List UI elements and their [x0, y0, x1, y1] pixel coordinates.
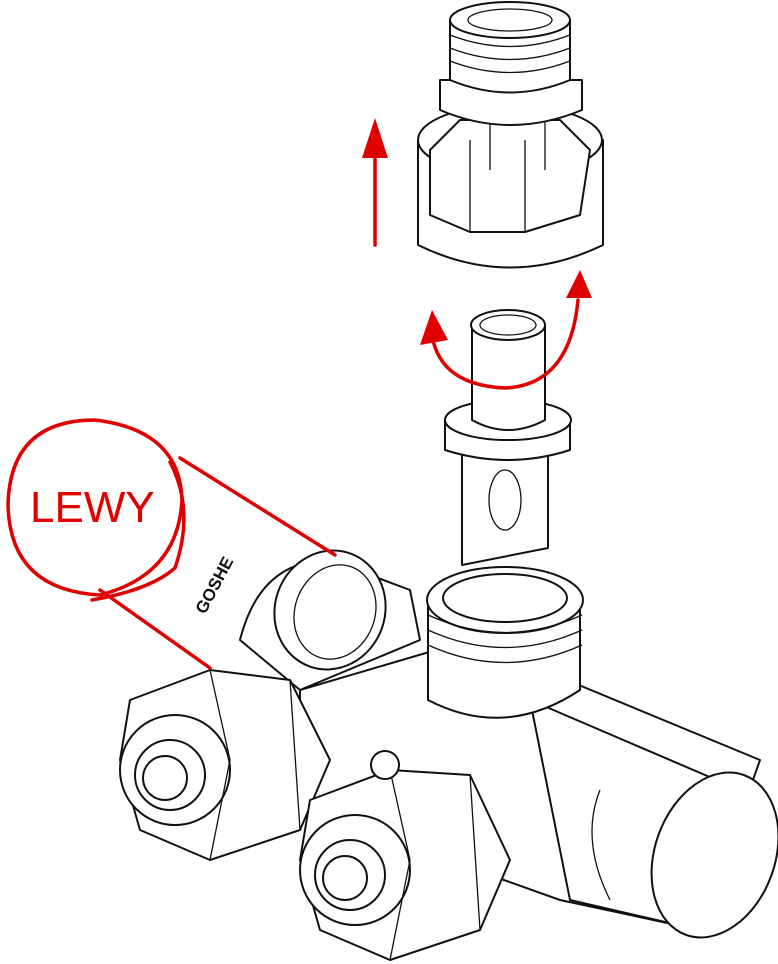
compression-nut-lower	[299, 750, 511, 961]
lift-arrow-icon	[362, 118, 388, 247]
valve-body	[239, 549, 778, 939]
top-fitting	[417, 1, 604, 269]
label-lewy: LEWY	[30, 483, 155, 532]
end-cap	[650, 771, 778, 939]
side-label-callout: LEWY	[6, 418, 337, 670]
goshe-logo: GOSHE	[192, 554, 238, 617]
rotate-arrow-icon	[420, 270, 592, 390]
compression-nut-upper	[119, 669, 331, 861]
valve-insert	[444, 309, 572, 566]
